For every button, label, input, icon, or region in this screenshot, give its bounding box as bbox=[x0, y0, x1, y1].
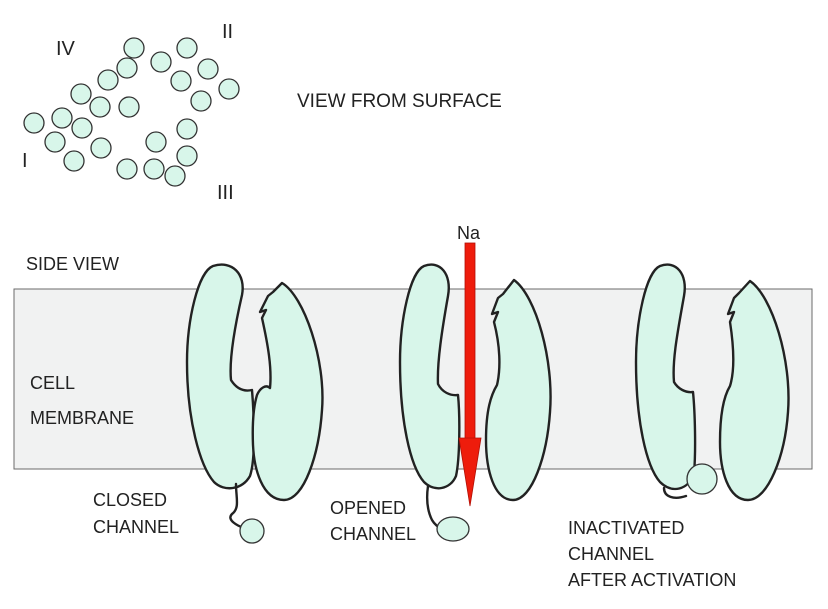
surface-view-title: VIEW FROM SURFACE bbox=[297, 91, 502, 112]
domain-ii-label: II bbox=[222, 21, 233, 43]
domain-iii-helix bbox=[143, 158, 165, 180]
opened-channel-label-line1: OPENED bbox=[330, 498, 406, 518]
domain-i-helix bbox=[90, 137, 112, 159]
domain-iv-helix bbox=[70, 83, 92, 105]
sodium-flow-arrow bbox=[458, 242, 482, 507]
inactivated-channel-label-line2: CHANNEL bbox=[568, 544, 654, 564]
inactivated-channel bbox=[634, 263, 790, 502]
domain-iv-helix bbox=[116, 57, 138, 79]
domain-ii-helix bbox=[150, 51, 172, 73]
inactivated-channel-label-line1: INACTIVATED bbox=[568, 518, 684, 538]
domain-iv-helix bbox=[118, 96, 140, 118]
domain-ii-helix bbox=[197, 58, 219, 80]
domain-ii-helix bbox=[176, 37, 198, 59]
domain-i-helix bbox=[63, 150, 85, 172]
domain-i-helix bbox=[51, 107, 73, 129]
side-view-title: SIDE VIEW bbox=[26, 254, 119, 274]
domain-iv-helix bbox=[89, 96, 111, 118]
membrane-label-line1: CELL bbox=[30, 373, 75, 393]
channel-subunit-left bbox=[398, 263, 461, 490]
membrane-label-line2: MEMBRANE bbox=[30, 408, 134, 428]
channel-subunit-left bbox=[634, 263, 697, 491]
inactivation-gate-ball bbox=[436, 516, 470, 542]
domain-iii-label: III bbox=[217, 182, 234, 204]
domain-ii-helix bbox=[218, 78, 240, 100]
domain-iii-cluster bbox=[116, 118, 198, 187]
domain-i-cluster bbox=[23, 107, 112, 172]
channel-subunit-right bbox=[484, 278, 552, 502]
domain-i-label: I bbox=[22, 150, 28, 172]
sodium-ion-label: Na bbox=[457, 223, 481, 243]
closed-channel bbox=[185, 263, 324, 544]
arrow-shaft bbox=[464, 242, 476, 441]
domain-ii-helix bbox=[170, 70, 192, 92]
closed-channel-label-line2: CHANNEL bbox=[93, 517, 179, 537]
domain-iii-helix bbox=[176, 145, 198, 167]
domain-iii-helix bbox=[145, 131, 167, 153]
surface-view: IV II I III VIEW FROM SURFACE bbox=[22, 21, 502, 204]
domain-iii-helix bbox=[116, 158, 138, 180]
opened-channel-label-line2: CHANNEL bbox=[330, 524, 416, 544]
domain-ii-helix bbox=[190, 90, 212, 112]
inactivation-gate-ball bbox=[686, 463, 718, 495]
domain-iv-helix bbox=[123, 37, 145, 59]
channel-subunit-right bbox=[251, 281, 324, 502]
domain-i-helix bbox=[71, 117, 93, 139]
domain-i-helix bbox=[23, 112, 45, 134]
domain-iii-helix bbox=[176, 118, 198, 140]
channel-subunit-right bbox=[718, 279, 790, 502]
inactivation-gate-linker bbox=[229, 482, 246, 530]
domain-i-helix bbox=[44, 131, 66, 153]
arrow-head bbox=[458, 437, 482, 507]
domain-ii-cluster bbox=[150, 37, 240, 112]
inactivated-channel-label-line3: AFTER ACTIVATION bbox=[568, 570, 736, 590]
opened-channel bbox=[398, 263, 552, 542]
inactivation-gate-ball bbox=[239, 518, 265, 544]
domain-iv-helix bbox=[97, 69, 119, 91]
domain-iv-label: IV bbox=[56, 38, 76, 60]
inactivation-gate-linker bbox=[662, 486, 688, 499]
closed-channel-label-line1: CLOSED bbox=[93, 490, 167, 510]
domain-iii-helix bbox=[164, 165, 186, 187]
domain-iv-cluster bbox=[70, 37, 145, 118]
